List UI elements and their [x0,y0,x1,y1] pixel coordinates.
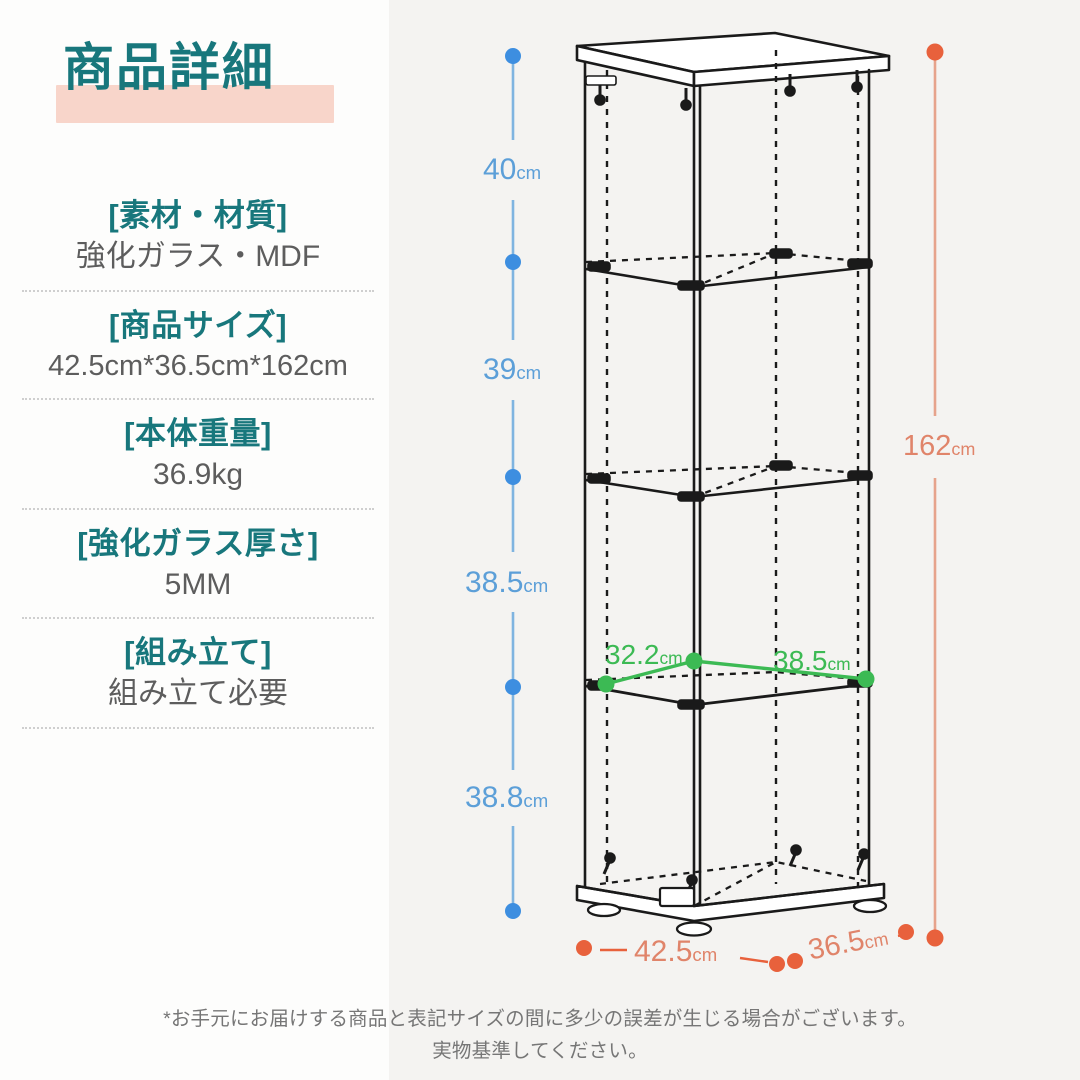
spec-value: 5MM [164,567,232,601]
dim-label-shelf-depth: 32.2cm [605,639,683,670]
page-title-text: 商品詳細 [63,39,276,96]
dim-label-shelf-height-4: 38.8cm [465,781,549,814]
footnote-line-2: 実物基準してください。 [432,1039,648,1062]
spec-divider [22,289,374,292]
spec-divider [22,617,374,620]
spec-item-material: [素材・材質] 強化ガラス・MDF [22,196,374,278]
spec-value: 組み立て必要 [108,677,288,711]
spec-panel: 商品詳細 [素材・材質] 強化ガラス・MDF [商品サイズ] 42.5cm*36… [0,0,389,1080]
dim-label-shelf-height-3: 38.5cm [465,566,549,599]
spec-item-assembly: [組み立て] 組み立て必要 [22,633,374,715]
spec-value: 42.5cm*36.5cm*162cm [48,349,348,382]
spec-label: [素材・材質] [108,198,288,233]
spec-divider [22,507,374,510]
footnote: *お手元にお届けする商品と表記サイズの間に多少の誤差が生じる場合がございます。 … [0,1004,1080,1067]
page-title: 商品詳細 [56,39,334,123]
dim-label-total-height: 162cm [903,430,976,462]
spec-value: 36.9kg [152,457,244,491]
spec-value: 強化ガラス・MDF [75,239,321,273]
dim-label-shelf-height-2: 39cm [483,353,542,386]
spec-divider [22,398,374,401]
dim-label-shelf-width: 38.5cm [773,645,851,676]
spec-label: [商品サイズ] [108,307,288,343]
spec-label: [本体重量] [124,416,272,452]
spec-divider [22,727,374,730]
spec-item-weight: [本体重量] 36.9kg [22,414,374,496]
dim-label-base-width: 42.5cm [634,935,718,968]
spec-item-glass-thickness: [強化ガラス厚さ] 5MM [22,524,374,606]
spec-label: [強化ガラス厚さ] [77,525,319,561]
dim-label-shelf-height-1: 40cm [483,153,542,186]
title-highlight-band [56,85,334,123]
footnote-line-1: *お手元にお届けする商品と表記サイズの間に多少の誤差が生じる場合がございます。 [163,1008,917,1030]
spec-item-size: [商品サイズ] 42.5cm*36.5cm*162cm [22,306,374,386]
spec-list: [素材・材質] 強化ガラス・MDF [商品サイズ] 42.5cm*36.5cm*… [22,196,374,743]
spec-label: [組み立て] [124,635,272,671]
